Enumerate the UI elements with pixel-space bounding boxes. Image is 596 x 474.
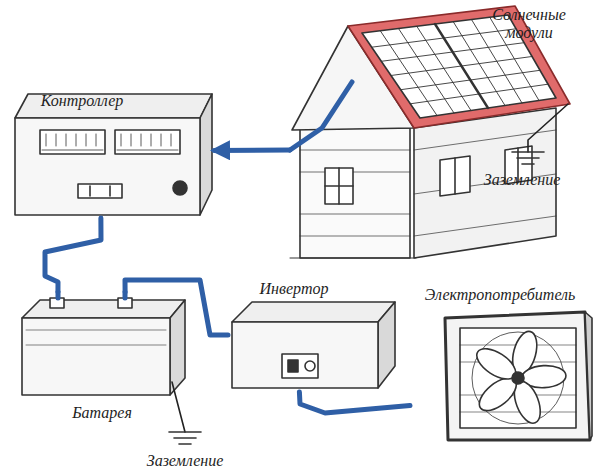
- battery: Батарея: [18, 292, 188, 425]
- controller-box: [15, 94, 212, 215]
- component-label: Батарея: [52, 404, 152, 422]
- inverter: Инвертор: [228, 278, 398, 392]
- fan: [445, 312, 592, 440]
- consumer: Электропотребитель: [410, 280, 592, 445]
- solar-modules: Солнечные модули: [290, 4, 572, 260]
- cable: [214, 147, 290, 152]
- component-label: Инвертор: [244, 280, 344, 298]
- ground-label: Заземление: [470, 171, 574, 189]
- component-label: Контроллер: [30, 92, 134, 110]
- ground-symbol: [512, 104, 568, 164]
- ground-symbol: [169, 382, 201, 444]
- controller: Контроллер: [12, 88, 214, 218]
- cable: [45, 218, 101, 292]
- battery-box: [22, 292, 185, 395]
- cable: [299, 392, 410, 413]
- panel-cable: [290, 82, 352, 150]
- component-label: Солнечные модули: [486, 6, 572, 42]
- cable: [125, 280, 228, 335]
- component-label: Электропотребитель: [412, 286, 588, 304]
- ground-label: Заземление: [133, 452, 237, 470]
- inverter-box: [232, 302, 395, 388]
